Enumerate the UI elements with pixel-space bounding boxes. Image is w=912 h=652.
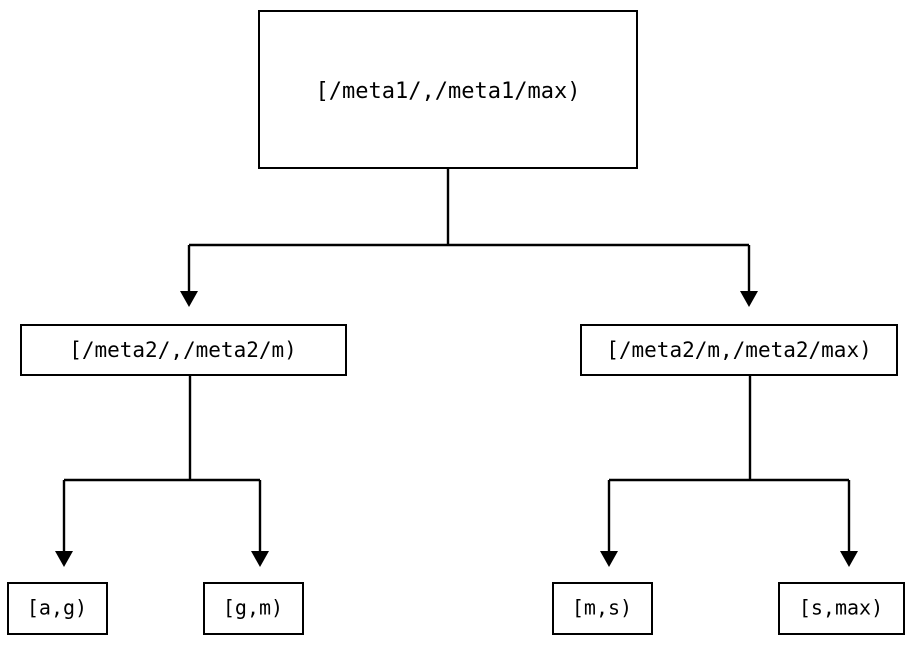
node-leaf-4-label: [s,max) <box>799 596 883 620</box>
arrowhead-to-leaf4 <box>840 551 858 567</box>
node-mid-right[interactable]: [/meta2/m,/meta2/max) <box>580 324 898 376</box>
node-mid-left-label: [/meta2/,/meta2/m) <box>69 338 297 362</box>
arrowhead-to-leaf2 <box>251 551 269 567</box>
node-mid-right-box[interactable] <box>580 324 898 376</box>
arrowhead-to-leaf1 <box>55 551 73 567</box>
node-leaf-4[interactable]: [s,max) <box>778 582 905 635</box>
node-leaf-3-label: [m,s) <box>572 596 632 620</box>
edge-midright-to-leaves-group <box>600 375 858 567</box>
node-root-label: [/meta1/,/meta1/max) <box>316 79 581 104</box>
edge-root-to-mid-group <box>180 168 758 307</box>
arrowhead-to-mid-left <box>180 291 198 307</box>
node-leaf-3[interactable]: [m,s) <box>552 582 653 635</box>
arrowhead-to-leaf3 <box>600 551 618 567</box>
node-leaf-2[interactable]: [g,m) <box>203 582 304 635</box>
node-leaf-1[interactable]: [a,g) <box>7 582 108 635</box>
node-leaf-2-label: [g,m) <box>223 596 283 620</box>
node-mid-right-label: [/meta2/m,/meta2/max) <box>606 338 872 362</box>
node-leaf-1-label: [a,g) <box>27 596 87 620</box>
node-root[interactable]: [/meta1/,/meta1/max) <box>258 10 638 169</box>
node-root-box[interactable] <box>258 10 638 169</box>
node-mid-left[interactable]: [/meta2/,/meta2/m) <box>20 324 347 376</box>
node-mid-left-box[interactable] <box>20 324 347 376</box>
node-leaf-1-box[interactable] <box>7 582 108 635</box>
node-leaf-3-box[interactable] <box>552 582 653 635</box>
arrowhead-to-mid-right <box>740 291 758 307</box>
edge-midleft-to-leaves-group <box>55 375 269 567</box>
node-leaf-2-box[interactable] <box>203 582 304 635</box>
node-leaf-4-box[interactable] <box>778 582 905 635</box>
